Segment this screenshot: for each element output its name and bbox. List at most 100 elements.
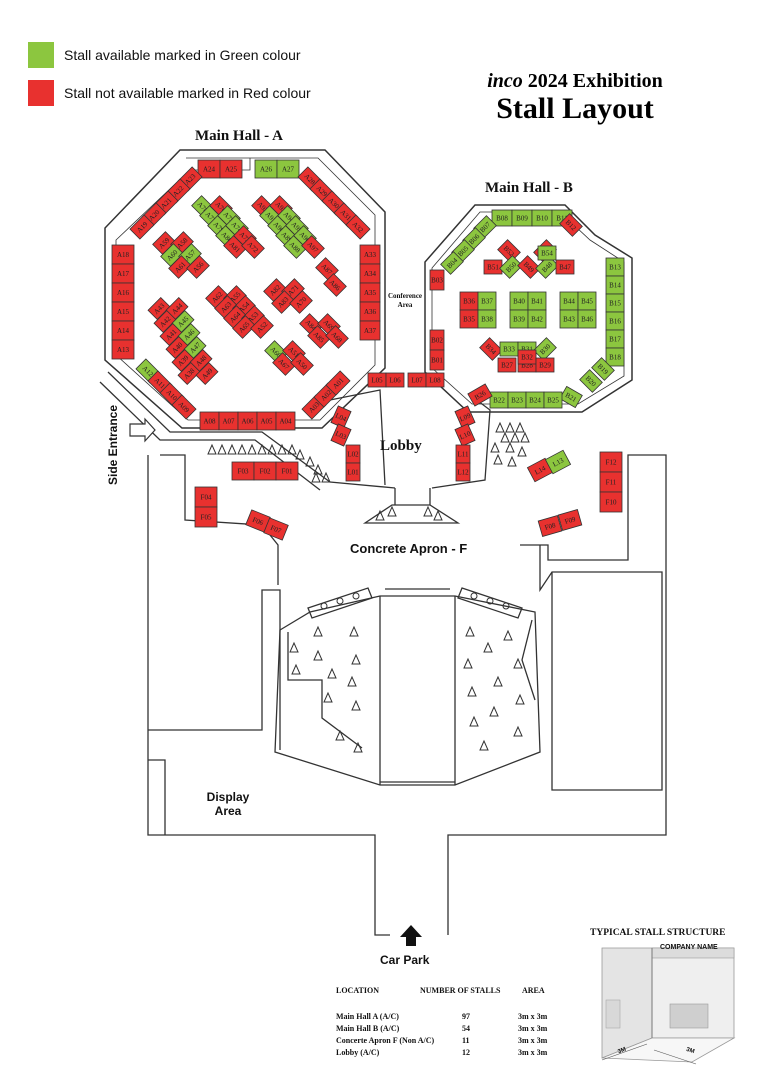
stall-b29[interactable]: B29: [535, 357, 555, 373]
stall-box[interactable]: [275, 411, 296, 431]
stall-b48[interactable]: B48: [535, 255, 559, 279]
stall-a40[interactable]: A40: [165, 335, 189, 360]
stall-b24[interactable]: B24: [525, 391, 545, 409]
stall-box[interactable]: [129, 214, 155, 240]
stall-b47[interactable]: B47: [555, 259, 575, 275]
stall-f09[interactable]: F09: [557, 509, 583, 531]
stall-box[interactable]: [147, 296, 171, 321]
stall-b15[interactable]: B15: [605, 293, 625, 313]
stall-a46[interactable]: A46: [177, 322, 201, 347]
stall-a88[interactable]: A88: [283, 235, 307, 259]
stall-b38[interactable]: B38: [477, 309, 497, 329]
stall-a52[interactable]: A52: [250, 315, 274, 339]
stall-a41[interactable]: A41: [159, 322, 183, 347]
stall-b18[interactable]: B18: [605, 347, 625, 367]
stall-box[interactable]: [543, 391, 563, 409]
stall-b49[interactable]: B49: [517, 255, 541, 279]
stall-box[interactable]: [599, 491, 623, 513]
stall-a04[interactable]: A04: [275, 411, 296, 431]
stall-l11[interactable]: L11: [455, 444, 471, 464]
stall-b04[interactable]: B04: [440, 251, 464, 275]
stall-a14[interactable]: A14: [111, 320, 135, 341]
stall-box[interactable]: [591, 357, 615, 381]
stall-b21[interactable]: B21: [559, 385, 583, 409]
stall-a65[interactable]: A65: [232, 315, 256, 339]
stall-box[interactable]: [497, 239, 521, 263]
stall-l07[interactable]: L07: [407, 372, 427, 388]
stall-l06[interactable]: L06: [385, 372, 405, 388]
stall-b09[interactable]: B09: [511, 209, 533, 227]
stall-f03[interactable]: F03: [231, 461, 255, 481]
stall-box[interactable]: [159, 322, 183, 347]
stall-f11[interactable]: F11: [599, 471, 623, 493]
stall-box[interactable]: [537, 245, 557, 261]
stall-b03[interactable]: B03: [429, 269, 445, 291]
stall-box[interactable]: [195, 361, 219, 386]
stall-a05[interactable]: A05: [256, 411, 277, 431]
stall-box[interactable]: [223, 235, 247, 259]
stall-a27[interactable]: A27: [276, 159, 300, 179]
stall-a47[interactable]: A47: [183, 335, 207, 360]
stall-a64[interactable]: A64: [223, 305, 247, 329]
stall-a06[interactable]: A06: [237, 411, 258, 431]
stall-box[interactable]: [323, 273, 347, 297]
stall-box[interactable]: [579, 369, 603, 393]
stall-a18[interactable]: A18: [111, 244, 135, 265]
stall-box[interactable]: [307, 325, 331, 349]
stall-b27[interactable]: B27: [497, 357, 517, 373]
stall-box[interactable]: [290, 352, 314, 376]
stall-a83[interactable]: A83: [271, 290, 295, 314]
stall-l13[interactable]: L13: [544, 449, 572, 475]
stall-b25[interactable]: B25: [543, 391, 563, 409]
stall-a25[interactable]: A25: [219, 159, 243, 179]
stall-a45[interactable]: A45: [171, 309, 195, 334]
stall-l03[interactable]: L03: [330, 423, 352, 447]
stall-box[interactable]: [263, 517, 289, 541]
stall-box[interactable]: [527, 309, 547, 329]
stall-a43[interactable]: A43: [147, 296, 171, 321]
stall-box[interactable]: [479, 337, 503, 361]
stall-b17[interactable]: B17: [605, 329, 625, 349]
stall-b12[interactable]: B12: [559, 213, 583, 237]
stall-box[interactable]: [517, 255, 541, 279]
stall-box[interactable]: [275, 461, 299, 481]
stall-f04[interactable]: F04: [194, 486, 218, 508]
stall-a85[interactable]: A85: [307, 325, 331, 349]
stall-f12[interactable]: F12: [599, 451, 623, 473]
stall-a62[interactable]: A62: [205, 285, 229, 309]
stall-b30[interactable]: B30: [533, 337, 557, 361]
stall-box[interactable]: [429, 269, 445, 291]
stall-b36[interactable]: B36: [459, 291, 479, 311]
stall-f10[interactable]: F10: [599, 491, 623, 513]
stall-a15[interactable]: A15: [111, 301, 135, 322]
stall-a17[interactable]: A17: [111, 263, 135, 284]
stall-b26[interactable]: B26: [467, 383, 493, 407]
stall-l01[interactable]: L01: [345, 462, 361, 482]
stall-b20[interactable]: B20: [579, 369, 603, 393]
stall-b16[interactable]: B16: [605, 311, 625, 331]
stall-f02[interactable]: F02: [253, 461, 277, 481]
stall-b46[interactable]: B46: [577, 309, 597, 329]
stall-box[interactable]: [425, 372, 445, 388]
stall-box[interactable]: [544, 449, 572, 475]
stall-a49[interactable]: A49: [195, 361, 219, 386]
stall-a72[interactable]: A72: [241, 235, 265, 259]
stall-box[interactable]: [289, 290, 313, 314]
stall-a19[interactable]: A19: [129, 214, 155, 240]
stall-box[interactable]: [171, 348, 195, 373]
stall-l12[interactable]: L12: [455, 462, 471, 482]
stall-a82[interactable]: A82: [263, 278, 287, 302]
stall-b33[interactable]: B33: [499, 341, 519, 357]
stall-l05[interactable]: L05: [367, 372, 387, 388]
stall-box[interactable]: [535, 357, 555, 373]
stall-box[interactable]: [467, 383, 493, 407]
stall-a39[interactable]: A39: [171, 348, 195, 373]
stall-box[interactable]: [385, 372, 405, 388]
stall-box[interactable]: [271, 290, 295, 314]
stall-b39[interactable]: B39: [509, 309, 529, 329]
stall-box[interactable]: [250, 315, 274, 339]
stall-f05[interactable]: F05: [194, 506, 218, 528]
stall-a16[interactable]: A16: [111, 282, 135, 303]
stall-b02[interactable]: B02: [429, 329, 445, 351]
stall-a61[interactable]: A61: [168, 255, 192, 279]
